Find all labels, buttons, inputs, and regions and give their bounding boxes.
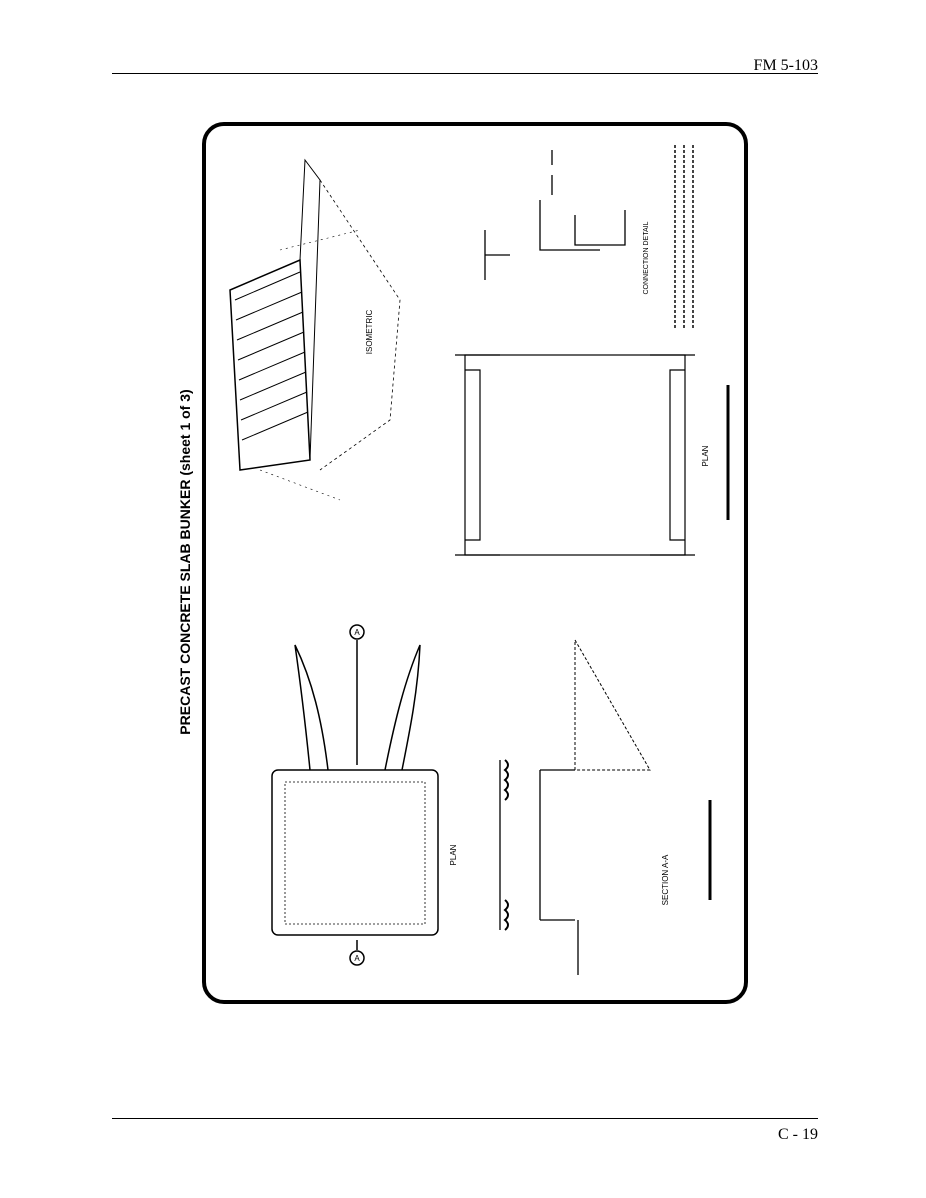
plan-bottom-label: PLAN <box>449 844 458 865</box>
section-marker-bottom: A <box>354 954 360 963</box>
plan-top-label: PLAN <box>701 445 710 466</box>
plan-view-bottom: A A PLAN <box>271 624 458 966</box>
section-marker-top: A <box>354 628 360 637</box>
section-marker-circle <box>349 624 365 640</box>
page-number: C - 19 <box>778 1126 818 1143</box>
illegible-note-text <box>674 145 694 330</box>
isometric-label: ISOMETRIC <box>365 310 374 355</box>
header-rule <box>112 73 818 74</box>
section-label: SECTION A-A <box>661 854 670 905</box>
connection-detail: CONNECTION DETAIL <box>484 145 694 330</box>
connection-detail-label: CONNECTION DETAIL <box>643 221 650 294</box>
figure-frame <box>202 122 748 1004</box>
section-a-a: SECTION A-A <box>499 638 712 975</box>
footer-rule <box>112 1118 818 1119</box>
isometric-view: ISOMETRIC <box>229 158 401 501</box>
section-marker-circle <box>349 950 365 966</box>
plan-view-top: PLAN <box>455 354 730 556</box>
figure-title: PRECAST CONCRETE SLAB BUNKER (sheet 1 of… <box>177 389 193 734</box>
document-id: FM 5-103 <box>753 57 818 74</box>
